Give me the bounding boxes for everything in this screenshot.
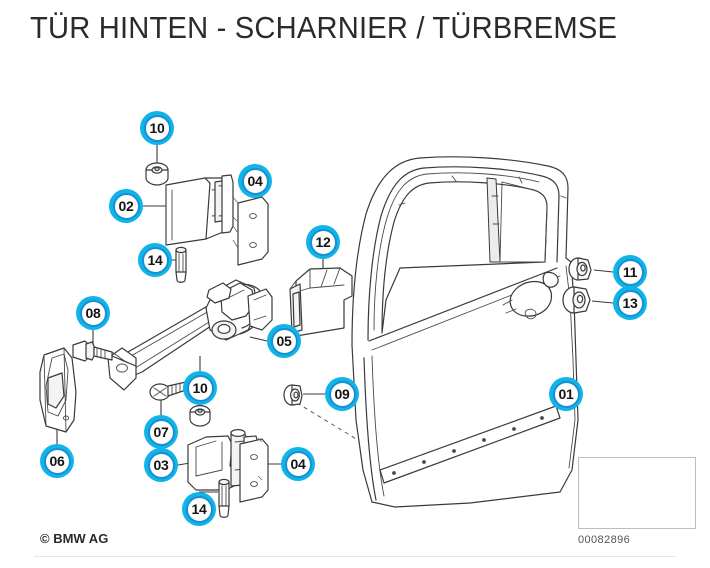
callout-disc: 04: [284, 450, 312, 478]
buffer-stop-lower: [562, 286, 591, 314]
callout-disc: 04: [241, 167, 269, 195]
door-handle: [502, 271, 559, 317]
callout-disc: 08: [79, 299, 107, 327]
hinge-bolt-lower: [218, 478, 230, 518]
callout-number: 10: [149, 120, 165, 136]
callout-10-upper[interactable]: 10: [140, 111, 174, 145]
callout-11[interactable]: 11: [613, 255, 647, 289]
hinge-bushing-upper: [145, 162, 169, 186]
upper-hinge-door-side: [165, 174, 234, 246]
callout-disc: 05: [270, 327, 298, 355]
callout-09[interactable]: 09: [325, 377, 359, 411]
callout-05[interactable]: 05: [267, 324, 301, 358]
callout-number: 02: [118, 198, 134, 214]
footer-divider: [34, 556, 676, 557]
callout-number: 09: [334, 386, 350, 402]
callout-number: 08: [85, 305, 101, 321]
callout-number: 04: [247, 173, 263, 189]
callout-06[interactable]: 06: [40, 444, 74, 478]
callout-13[interactable]: 13: [613, 286, 647, 320]
callout-04-lower[interactable]: 04: [281, 447, 315, 481]
callout-number: 06: [49, 453, 65, 469]
callout-disc: 14: [141, 246, 169, 274]
callout-number: 14: [147, 252, 163, 268]
cover-bracket: [39, 347, 77, 433]
door-brake-mechanism: [107, 279, 273, 391]
door-brake-housing: [289, 267, 353, 337]
callout-disc: 12: [309, 228, 337, 256]
callout-disc: 01: [552, 380, 580, 408]
hinge-bolt-upper: [175, 246, 187, 283]
callout-14-lower[interactable]: 14: [182, 492, 216, 526]
callout-number: 05: [276, 333, 292, 349]
sealing-grommet: [283, 384, 303, 406]
callout-08[interactable]: 08: [76, 296, 110, 330]
callout-01[interactable]: 01: [549, 377, 583, 411]
callout-10-lower[interactable]: 10: [183, 371, 217, 405]
callout-number: 01: [558, 386, 574, 402]
callout-number: 07: [153, 424, 169, 440]
vehicle-locator-box: [578, 457, 696, 529]
callout-disc: 07: [147, 418, 175, 446]
callout-03[interactable]: 03: [144, 448, 178, 482]
callout-disc: 10: [186, 374, 214, 402]
callout-disc: 10: [143, 114, 171, 142]
callout-disc: 11: [616, 258, 644, 286]
callout-number: 04: [290, 456, 306, 472]
callout-07[interactable]: 07: [144, 415, 178, 449]
diagram-id-label: 00082896: [578, 534, 631, 546]
callout-number: 13: [622, 295, 638, 311]
hinge-plate-upper: [231, 195, 269, 266]
callout-number: 14: [191, 501, 207, 517]
callout-disc: 14: [185, 495, 213, 523]
hinge-plate-lower: [239, 437, 269, 503]
callout-disc: 13: [616, 289, 644, 317]
hinge-bushing-lower: [189, 405, 211, 427]
buffer-stop-upper: [568, 257, 592, 281]
callout-number: 10: [192, 380, 208, 396]
callout-disc: 09: [328, 380, 356, 408]
callout-02[interactable]: 02: [109, 189, 143, 223]
rear-door-panel: [351, 156, 579, 508]
hex-bolt-with-washer: [72, 340, 137, 367]
fillister-head-screw: [149, 381, 187, 401]
callout-disc: 06: [43, 447, 71, 475]
copyright-notice: © BMW AG: [40, 531, 109, 546]
callout-04-upper[interactable]: 04: [238, 164, 272, 198]
callout-disc: 03: [147, 451, 175, 479]
callout-number: 12: [315, 234, 331, 250]
callout-number: 11: [622, 264, 638, 280]
callout-14-upper[interactable]: 14: [138, 243, 172, 277]
callout-disc: 02: [112, 192, 140, 220]
callout-12[interactable]: 12: [306, 225, 340, 259]
page-title: TÜR HINTEN - SCHARNIER / TÜRBREMSE: [30, 10, 618, 45]
callout-number: 03: [153, 457, 169, 473]
